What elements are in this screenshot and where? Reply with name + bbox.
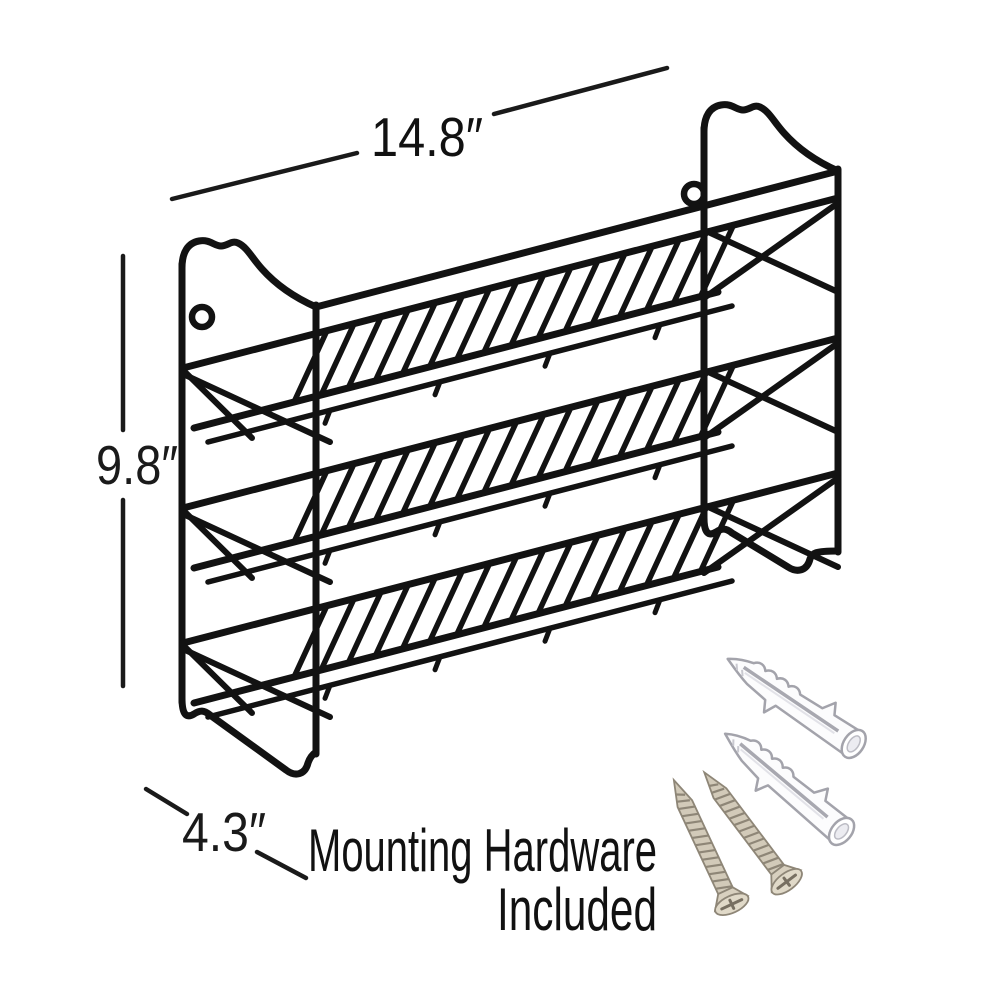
shelf-wire <box>179 469 842 647</box>
dimension-line <box>143 786 190 817</box>
shelf-wire <box>179 334 842 512</box>
shelf-wire <box>453 560 493 638</box>
left-foot <box>178 694 320 778</box>
shelf-wire <box>372 581 412 659</box>
shelf-wire <box>697 362 737 440</box>
shelf-wire <box>643 511 683 589</box>
shelf-wire <box>345 453 384 531</box>
shelf-wire <box>652 462 663 481</box>
shelf-wire <box>399 439 439 517</box>
shelf-wire <box>453 285 493 363</box>
shelf-wire <box>701 502 841 570</box>
shelf-wire <box>432 654 443 673</box>
shelf-wire <box>372 446 412 524</box>
mounting-hardware-illustration <box>656 637 878 922</box>
shelf-wire <box>562 532 601 610</box>
shelf-wire <box>205 443 735 585</box>
left-panel-arch <box>178 237 320 311</box>
shelf-wire <box>562 397 601 475</box>
left-side-panel <box>178 237 320 778</box>
width-dimension <box>169 65 670 202</box>
shelf-wire <box>399 299 439 377</box>
dimension-line <box>491 65 670 117</box>
shelf-wire <box>589 390 628 468</box>
shelf-wire <box>643 376 683 454</box>
depth-dimension-label: 4.3″ <box>182 801 266 863</box>
shelf-wire <box>589 525 628 603</box>
shelf-wire <box>701 340 841 441</box>
shelf-wire <box>291 327 330 405</box>
shelf-wire <box>179 194 842 372</box>
mounting-eyelet-right <box>680 180 708 208</box>
shelf-wire <box>426 567 466 645</box>
shelf-wire <box>670 369 710 447</box>
shelf-wire <box>322 547 333 566</box>
shelf-wire <box>616 243 655 321</box>
shelf-wire <box>426 292 466 370</box>
shelf-wire <box>535 539 574 617</box>
hardware-caption-line1: Mounting Hardware <box>308 817 657 884</box>
shelf-wire <box>318 595 357 673</box>
shelf-wire <box>480 418 520 496</box>
shelf-wire <box>426 432 466 510</box>
shelf-wire <box>701 475 841 576</box>
shelf-wire <box>318 460 357 538</box>
shelf-wire <box>480 553 520 631</box>
shelf-wire <box>399 574 439 652</box>
shelf-wire <box>616 383 655 461</box>
top-back-bar <box>312 167 842 311</box>
depth-dimension <box>143 786 309 881</box>
shelf-wire <box>205 303 735 445</box>
shelf-wire <box>180 371 333 445</box>
shelf-wire <box>652 322 663 341</box>
right-side-panel <box>680 101 842 574</box>
shelf-wire <box>345 588 384 666</box>
shelf-wire <box>616 518 655 596</box>
shelf-wire <box>643 236 683 314</box>
shelf-wire <box>432 519 443 538</box>
dimension-line <box>254 849 309 881</box>
shelf-wire <box>562 257 601 335</box>
shelf-wire <box>652 597 663 616</box>
shelf-wire <box>697 222 737 300</box>
width-dimension-label: 14.8″ <box>371 106 483 168</box>
shelf-wire <box>508 546 547 624</box>
shelf-wire <box>322 682 333 701</box>
shelf-wire <box>670 229 710 307</box>
height-dimension-label: 9.8″ <box>96 434 178 496</box>
shelf-wire <box>701 367 841 435</box>
shelf-wire <box>291 602 330 680</box>
shelf-wire <box>372 306 412 384</box>
shelf-wire <box>701 200 841 301</box>
shelf-wire <box>589 250 628 328</box>
shelf-wire <box>432 379 443 398</box>
shelf-wire <box>318 320 357 398</box>
shelf-wire <box>508 271 547 349</box>
shelf-wire <box>205 578 735 720</box>
right-panel-arch <box>700 101 842 175</box>
shelf-baskets <box>179 194 842 720</box>
shelf-wire <box>291 467 330 545</box>
shelf-wire <box>453 425 493 503</box>
screw-icon <box>656 771 754 922</box>
shelf-wire <box>508 411 547 489</box>
shelf-wire <box>670 504 710 582</box>
shelf-wire <box>322 407 333 426</box>
shelf-wire <box>180 646 333 720</box>
shelf-wire <box>542 625 553 644</box>
mounting-eyelet-left <box>188 303 216 331</box>
shelf-wire <box>697 497 737 575</box>
shelf-wire <box>345 313 384 391</box>
hardware-caption-line2: Included <box>497 876 657 943</box>
shelf-wire <box>480 278 520 356</box>
wire-rack <box>178 101 842 778</box>
shelf-wire <box>535 404 574 482</box>
shelf-wire <box>701 227 841 295</box>
shelf-wire <box>180 511 333 585</box>
shelf-wire <box>542 490 553 509</box>
shelf-wire <box>542 350 553 369</box>
dimension-line <box>169 150 360 202</box>
shelf-wire <box>535 264 574 342</box>
